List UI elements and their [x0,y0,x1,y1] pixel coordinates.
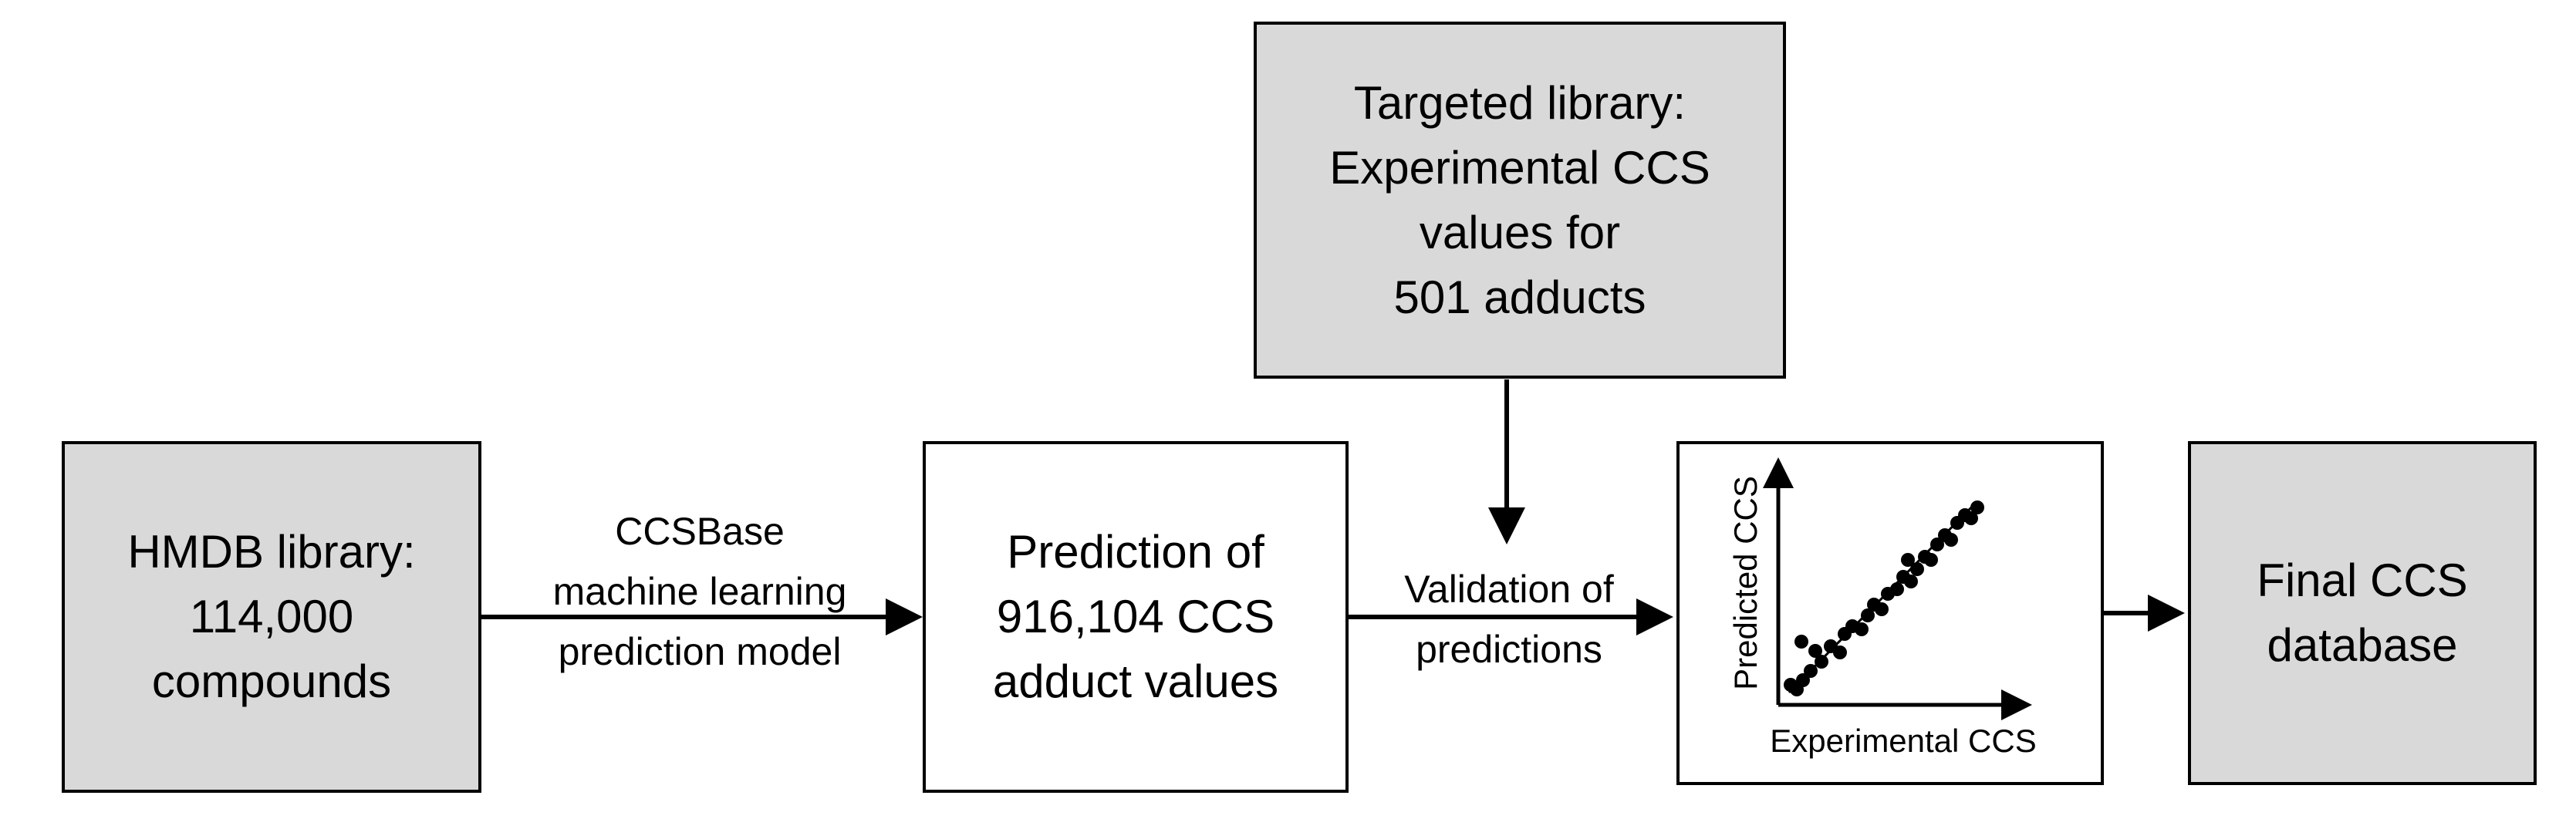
plot-point [1833,645,1847,659]
plot-point [1875,602,1889,616]
plot-point [1815,655,1828,669]
targeted-library-box: Targeted library: Experimental CCS value… [1254,22,1786,379]
plot-point [1861,608,1875,622]
plot-point [1855,622,1869,636]
validation-scatter-plot: Experimental CCS Predicted CCS [1727,457,2037,759]
prediction-box: Prediction of 916,104 CCS adduct values [923,441,1349,793]
validation-plot-box: Experimental CCS Predicted CCS [1676,441,2104,785]
plot-point [1930,538,1944,551]
final-database-line-2: database [2267,619,2458,671]
hmdb-library-box: HMDB library: 114,000 compounds [62,441,481,793]
targeted-library-line-4: 501 adducts [1393,271,1646,323]
plot-point [1804,664,1818,678]
plot-point [1890,582,1904,596]
plot-point [1796,673,1810,687]
hmdb-library-line-3: compounds [151,656,392,707]
plot-point [1964,511,1978,525]
final-database-line-1: Final CCS [2257,554,2468,606]
validation-edge-line-1: Validation of [1404,568,1614,611]
model-edge-label: CCSBase machine learning prediction mode… [480,501,920,682]
targeted-library-line-1: Targeted library: [1353,76,1686,129]
model-edge-line-3: prediction model [558,630,842,673]
plot-point [1944,533,1958,547]
plot-x-label: Experimental CCS [1770,723,2036,759]
targeted-library-line-3: values for [1419,206,1621,258]
plot-point [1924,553,1938,567]
model-edge-line-2: machine learning [552,570,847,613]
hmdb-library-line-2: 114,000 [189,591,354,642]
plot-point [1808,644,1822,658]
plot-y-label: Predicted CCS [1727,476,1764,690]
model-edge-line-1: CCSBase [615,510,785,553]
prediction-line-1: Prediction of [1007,526,1264,578]
final-database-box: Final CCS database [2188,441,2537,785]
plot-point [1904,575,1918,588]
prediction-line-2: 916,104 CCS [996,591,1275,642]
plot-point [1794,635,1808,649]
plot-point [1901,553,1915,567]
hmdb-library-line-1: HMDB library: [127,526,416,578]
prediction-line-3: adduct values [992,656,1279,707]
validation-edge-label: Validation of predictions [1347,559,1671,679]
plot-point [1910,562,1924,576]
validation-edge-line-2: predictions [1416,628,1602,671]
plot-point [1970,501,1984,514]
plot-points [1784,501,1984,696]
targeted-library-line-2: Experimental CCS [1329,141,1710,194]
